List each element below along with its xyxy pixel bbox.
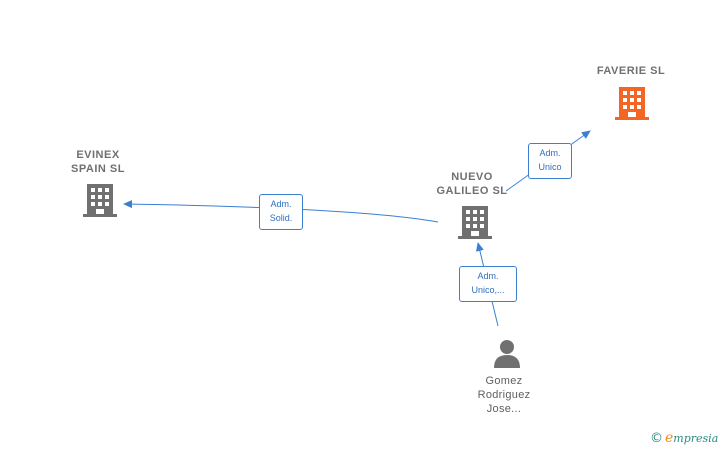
node-label-person: Gomez Rodriguez Jose... [477,375,531,415]
brand-initial: e [665,430,674,446]
node-label-evinex: EVINEX SPAIN SL [71,149,125,175]
person-icon[interactable] [492,338,522,368]
brand-name: mpresia [673,432,719,445]
edge-galileo-to-evinex [123,200,439,223]
brand-logo: ©empresia [650,430,718,446]
edge-label-adm-unico[interactable]: Adm. Unico [528,143,572,179]
copyright-symbol: © [650,431,663,446]
building-icon[interactable] [83,182,117,218]
node-label-nuevo-galileo: NUEVO GALILEO SL [436,171,508,197]
building-icon[interactable] [458,204,492,240]
edge-label-adm-unico-etc[interactable]: Adm. Unico,... [459,266,517,302]
edge-label-adm-solid[interactable]: Adm. Solid. [259,194,303,230]
building-icon[interactable] [615,85,649,121]
node-label-faverie: FAVERIE SL [596,65,666,77]
